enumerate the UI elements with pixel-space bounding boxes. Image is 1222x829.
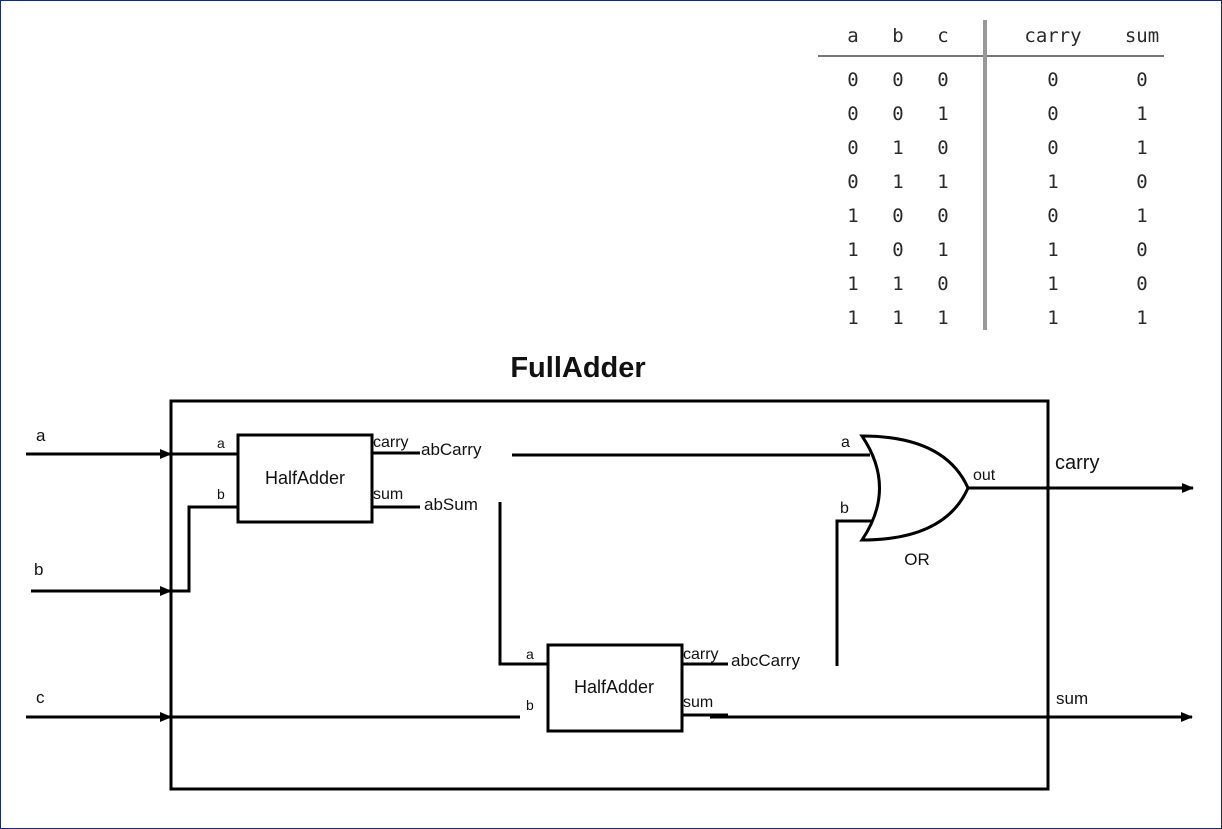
truth-table-cell-carry: 1 [1047,307,1058,329]
truth-table-header-a: a [847,25,858,47]
truth-table-cell-b: 1 [892,171,903,193]
half-adder-2-box [546,643,684,733]
truth-table-cell-b: 0 [892,205,903,227]
truth-table-cell-c: 1 [937,307,948,329]
truth-table-cell-a: 1 [847,307,858,329]
diagram-title: FullAdder [510,352,645,384]
half-adder-1-label: HalfAdder [265,468,345,488]
truth-table-header-sum: sum [1125,25,1159,47]
half-adder-1-port-a: a [217,435,225,451]
abc-carry-to-or-wire [835,519,876,666]
b-to-half-adder-1-wire [171,505,238,593]
truth-table-cell-c: 0 [937,69,948,91]
truth-table-cell-c: 1 [937,171,948,193]
truth-table-cell-sum: 0 [1136,171,1147,193]
or-gate-port-out: out [973,467,996,484]
truth-table-header-c: c [937,25,948,47]
truth-table-cell-sum: 0 [1136,69,1147,91]
truth-table-cell-c: 0 [937,205,948,227]
truth-table-cell-carry: 1 [1047,239,1058,261]
half-adder-1-port-b: b [217,486,225,502]
truth-table-cell-a: 1 [847,239,858,261]
truth-table-cell-carry: 1 [1047,171,1058,193]
truth-table-cell-carry: 0 [1047,69,1058,91]
truth-table-cell-a: 1 [847,273,858,295]
half-adder-1-port-sum: sum [373,486,403,503]
input-a-label: a [36,426,46,445]
ab-carry-label: abCarry [421,440,482,459]
labels: a b c a b carry sum abCarry abSum a b ca… [34,426,1099,713]
truth-table-cell-b: 1 [892,137,903,159]
ab-sum-to-half-adder-2-wire [498,502,548,666]
or-gate-label: OR [904,550,930,569]
truth-table-cell-sum: 1 [1136,307,1147,329]
or-gate-port-b: b [840,500,849,517]
truth-table-cell-c: 1 [937,239,948,261]
abc-carry-label: abcCarry [731,651,800,670]
truth-table-cell-b: 0 [892,103,903,125]
truth-table-cell-b: 1 [892,273,903,295]
truth-table-cell-carry: 0 [1047,103,1058,125]
truth-table-cell-carry: 0 [1047,205,1058,227]
truth-table-cell-sum: 0 [1136,239,1147,261]
truth-table-cell-a: 0 [847,137,858,159]
output-carry-label: carry [1055,452,1099,474]
truth-table-cell-carry: 1 [1047,273,1058,295]
truth-table-cell-sum: 1 [1136,205,1147,227]
truth-table-header-b: b [892,25,903,47]
truth-table-cell-sum: 1 [1136,137,1147,159]
truth-table-cell-c: 0 [937,273,948,295]
or-gate-shape [859,434,970,542]
or-gate-port-a: a [841,434,850,451]
truth-table-body: 0 0 0 0 0 0 0 1 0 1 0 1 0 0 1 0 1 1 1 0 1 0 0 0 1 1 0 1 1 0 1 1 0 1 0 1 1 1 1 1 [847,69,1147,329]
truth-table-cell-carry: 0 [1047,137,1058,159]
truth-table-cell-a: 0 [847,69,858,91]
half-adder-2-port-b: b [526,697,534,713]
half-adder-2-port-a: a [526,646,534,662]
ab-sum-label: abSum [424,495,478,514]
truth-table-header-carry: carry [1024,25,1081,47]
half-adder-1-box [236,433,374,524]
wires [26,449,1194,722]
input-b-label: b [34,560,43,579]
truth-table-cell-c: 1 [937,103,948,125]
half-adder-2-port-sum: sum [683,694,713,711]
truth-table-cell-a: 1 [847,205,858,227]
truth-table-cell-sum: 1 [1136,103,1147,125]
truth-table-cell-b: 1 [892,307,903,329]
truth-table-cell-a: 0 [847,171,858,193]
half-adder-2-port-carry: carry [683,646,719,663]
truth-table-cell-b: 0 [892,239,903,261]
truth-table-cell-c: 0 [937,137,948,159]
truth-table-cell-sum: 0 [1136,273,1147,295]
truth-table-cell-a: 0 [847,103,858,125]
input-c-label: c [36,688,45,707]
truth-table-cell-b: 0 [892,69,903,91]
half-adder-2-label: HalfAdder [574,677,654,697]
half-adder-1-port-carry: carry [373,434,409,451]
output-sum-label: sum [1056,689,1088,708]
